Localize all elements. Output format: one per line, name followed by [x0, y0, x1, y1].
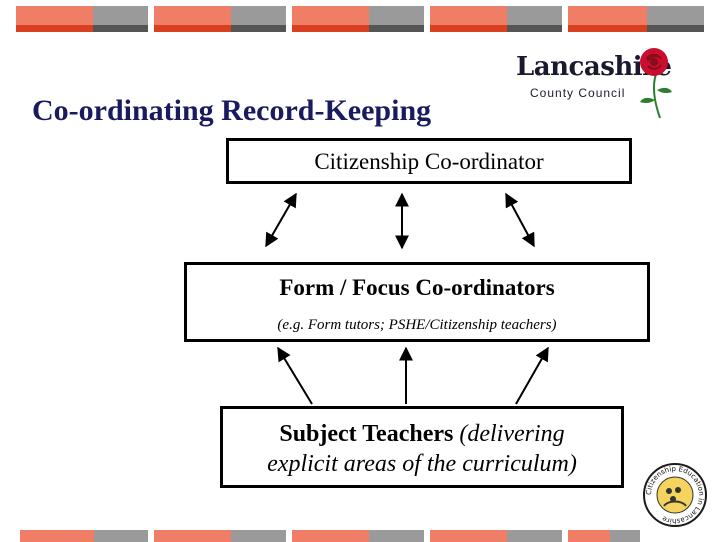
arrow-bottom-left	[277, 346, 313, 405]
band-segment	[568, 6, 704, 32]
subject-teachers-box: Subject Teachers (delivering explicit ar…	[220, 406, 624, 488]
form-focus-coordinators-box: Form / Focus Co-ordinators (e.g. Form tu…	[184, 262, 650, 342]
arrow-top-left	[265, 192, 297, 248]
band-segment	[16, 6, 148, 32]
band-segment	[154, 530, 286, 542]
red-rose-icon	[640, 48, 672, 119]
citizenship-education-badge: Citizenship Education in Lancashire	[642, 462, 708, 528]
badge-seal-icon: Citizenship Education in Lancashire	[643, 463, 707, 527]
subject-teachers-text: Subject Teachers (delivering explicit ar…	[223, 419, 621, 479]
band-segment	[292, 530, 424, 542]
form-focus-coordinators-label: Form / Focus Co-ordinators	[279, 275, 555, 300]
band-segment	[292, 6, 424, 32]
citizenship-coordinator-label: Citizenship Co-ordinator	[314, 149, 544, 174]
citizenship-coordinator-box: Citizenship Co-ordinator	[226, 138, 632, 184]
band-segment	[568, 530, 640, 542]
bottom-decorative-band	[0, 530, 720, 542]
page-title: Co-ordinating Record-Keeping	[32, 94, 432, 127]
subject-teachers-note-2: explicit areas of the curriculum)	[267, 451, 577, 477]
lancashire-logo: Lancashire County Council	[512, 46, 682, 120]
top-decorative-band	[0, 6, 720, 32]
band-segment	[430, 530, 562, 542]
band-segment	[154, 6, 286, 32]
form-focus-coordinators-examples: (e.g. Form tutors; PSHE/Citizenship teac…	[277, 317, 557, 333]
subject-teachers-label: Subject Teachers	[279, 421, 454, 447]
arrow-bottom-right	[515, 346, 549, 405]
arrow-top-right	[505, 192, 535, 248]
logo-subtitle: County Council	[530, 86, 626, 100]
subject-teachers-note-1: (delivering	[459, 421, 565, 447]
band-segment	[430, 6, 562, 32]
band-segment	[20, 530, 148, 542]
